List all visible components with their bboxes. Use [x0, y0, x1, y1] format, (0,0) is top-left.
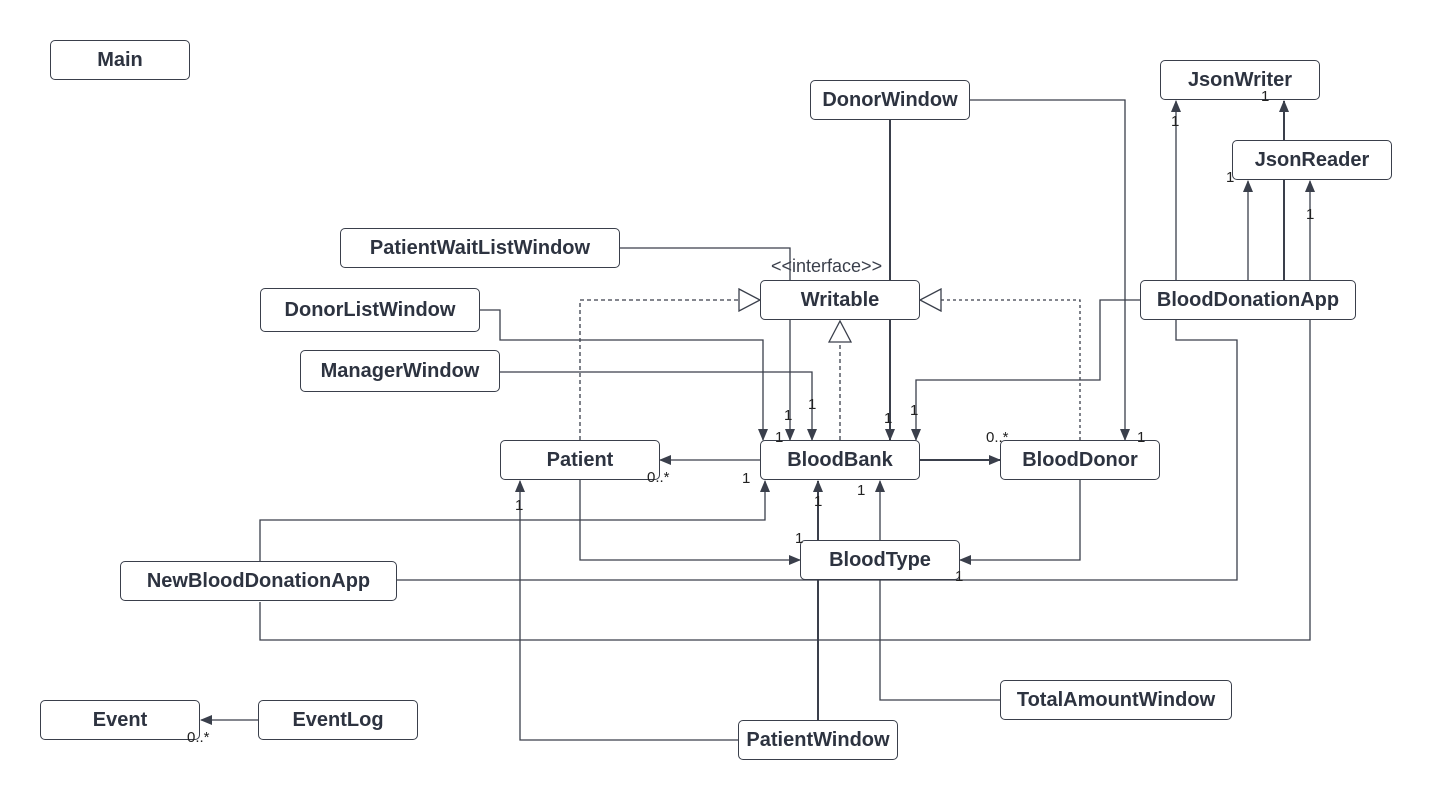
class-manager-window: ManagerWindow — [300, 350, 500, 392]
newapp-to-jsonreader — [259, 180, 1315, 641]
multiplicity-label: 1 — [955, 568, 964, 585]
class-name: JsonReader — [1254, 148, 1370, 171]
class-name: Patient — [546, 448, 614, 471]
class-main: Main — [50, 40, 190, 80]
multiplicity-label: 0..* — [986, 429, 1009, 446]
class-donor-list-window: DonorListWindow — [260, 288, 480, 332]
class-json-writer: JsonWriter — [1160, 60, 1320, 100]
donorwindow-to-blooddonor — [970, 99, 1130, 441]
class-patient-wait-list-window: PatientWaitListWindow — [340, 228, 620, 268]
manager-to-bloodbank — [500, 371, 817, 441]
patientwindow-to-patient — [515, 480, 738, 741]
class-name: DonorListWindow — [284, 298, 456, 321]
interface-stereotype: <<interface>> — [771, 256, 883, 276]
class-json-reader: JsonReader — [1232, 140, 1392, 180]
class-blood-type: BloodType — [800, 540, 960, 580]
class-name: BloodDonor — [1022, 448, 1138, 471]
class-name: BloodBank — [787, 448, 893, 471]
class-name: PatientWindow — [746, 728, 890, 751]
blooddonor-realizes-writable — [920, 300, 1081, 440]
multiplicity-label: 1 — [814, 493, 823, 510]
class-event: Event — [40, 700, 200, 740]
multiplicity-label: 1 — [1226, 169, 1235, 186]
donorlist-to-bloodbank — [480, 309, 768, 441]
class-name: TotalAmountWindow — [1016, 688, 1216, 711]
class-patient-window: PatientWindow — [738, 720, 898, 760]
patient-realizes-writable — [579, 300, 760, 440]
blooddonor-to-bloodtype — [959, 480, 1081, 565]
class-name: ManagerWindow — [320, 359, 480, 382]
multiplicity-label: 1 — [884, 410, 893, 427]
class-name: Main — [97, 48, 143, 71]
patient-to-bloodtype — [579, 480, 801, 565]
multiplicity-label: 1 — [515, 497, 524, 514]
class-blood-donation-app: BloodDonationApp — [1140, 280, 1356, 320]
totalamount-to-bloodbank — [875, 480, 1000, 701]
class-name: PatientWaitListWindow — [369, 236, 591, 259]
multiplicity-label: 0..* — [187, 729, 210, 746]
multiplicity-label: 1 — [784, 407, 793, 424]
class-name: Event — [92, 708, 148, 731]
class-name: BloodDonationApp — [1156, 288, 1340, 311]
class-name: EventLog — [292, 708, 384, 731]
multiplicity-label: 1 — [795, 530, 804, 547]
class-donor-window: DonorWindow — [810, 80, 970, 120]
multiplicity-label: 1 — [808, 396, 817, 413]
waitlist-to-bloodbank — [620, 247, 795, 441]
multiplicity-label: 1 — [857, 482, 866, 499]
class-blood-bank: BloodBank — [760, 440, 920, 480]
class-event-log: EventLog — [258, 700, 418, 740]
class-blood-donor: BloodDonor — [1000, 440, 1160, 480]
app-to-bloodbank — [911, 299, 1140, 441]
class-name: BloodType — [829, 548, 931, 571]
multiplicity-label: 1 — [1137, 429, 1146, 446]
multiplicity-label: 1 — [742, 470, 751, 487]
class-name: DonorWindow — [822, 88, 958, 111]
multiplicity-label: 1 — [1171, 113, 1180, 130]
multiplicity-label: 1 — [1306, 206, 1315, 223]
class-new-blood-donation-app: NewBloodDonationApp — [120, 561, 397, 601]
newapp-to-bloodbank — [259, 480, 770, 562]
class-name: JsonWriter — [1187, 68, 1293, 91]
multiplicity-label: 1 — [775, 429, 784, 446]
newapp-to-jsonwriter — [397, 100, 1238, 581]
interface-writable: Writable — [760, 280, 920, 320]
multiplicity-label: 0..* — [647, 469, 670, 486]
class-patient: Patient — [500, 440, 660, 480]
class-total-amount-window: TotalAmountWindow — [1000, 680, 1232, 720]
class-name: NewBloodDonationApp — [146, 569, 371, 592]
class-name: Writable — [800, 288, 880, 311]
multiplicity-label: 1 — [910, 402, 919, 419]
multiplicity-label: 1 — [1261, 88, 1270, 105]
